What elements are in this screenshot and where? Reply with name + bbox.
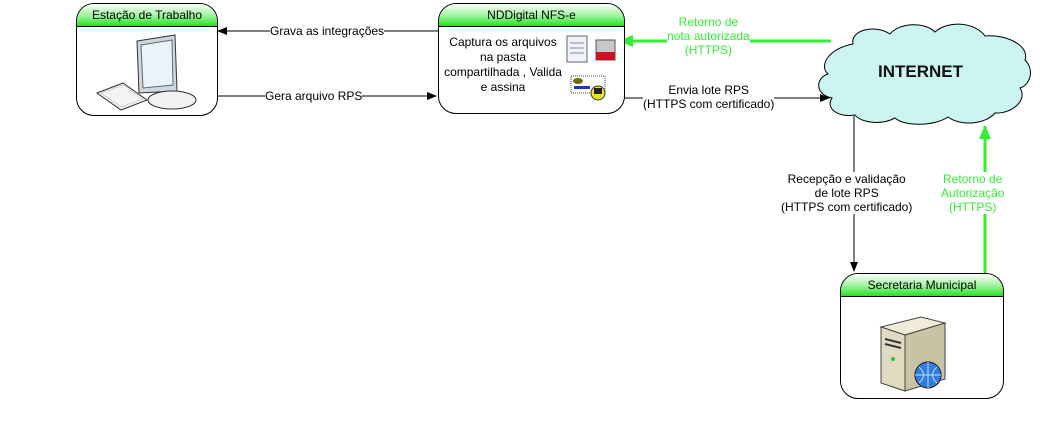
edge-envia-label: Envia lote RPS (HTTPS com certificado)	[643, 83, 775, 111]
node-secretaria[interactable]: Secretaria Municipal	[840, 273, 1004, 399]
web-server-icon	[879, 316, 947, 392]
certificate-signature-icon	[570, 75, 606, 101]
edge-retorno-nota-label: Retorno de nota autorizada (HTTPS)	[667, 15, 750, 57]
edge-retorno-aut-label: Retorno de Autorização (HTTPS)	[941, 172, 1005, 214]
node-workstation[interactable]: Estação de Trabalho	[76, 3, 218, 116]
workstation-title: Estação de Trabalho	[77, 4, 217, 27]
cloud-icon	[818, 23, 1031, 125]
secretaria-title: Secretaria Municipal	[841, 274, 1003, 297]
nddigital-title: NDDigital NFS-e	[439, 4, 624, 27]
desktop-computer-icon	[95, 34, 197, 111]
edge-recepcao-label: Recepção e validação de lote RPS (HTTPS …	[781, 172, 913, 214]
nddigital-icons	[566, 35, 616, 101]
edge-grava-label: Grava as integrações	[270, 24, 385, 38]
nddigital-description: Captura os arquivos na pasta compartilha…	[444, 35, 562, 94]
internet-cloud	[818, 23, 1031, 125]
xml-file-icon	[595, 39, 616, 61]
internet-title: INTERNET	[878, 62, 963, 81]
notepad-document-icon	[566, 35, 588, 63]
edge-gera-label: Gera arquivo RPS	[265, 89, 363, 103]
